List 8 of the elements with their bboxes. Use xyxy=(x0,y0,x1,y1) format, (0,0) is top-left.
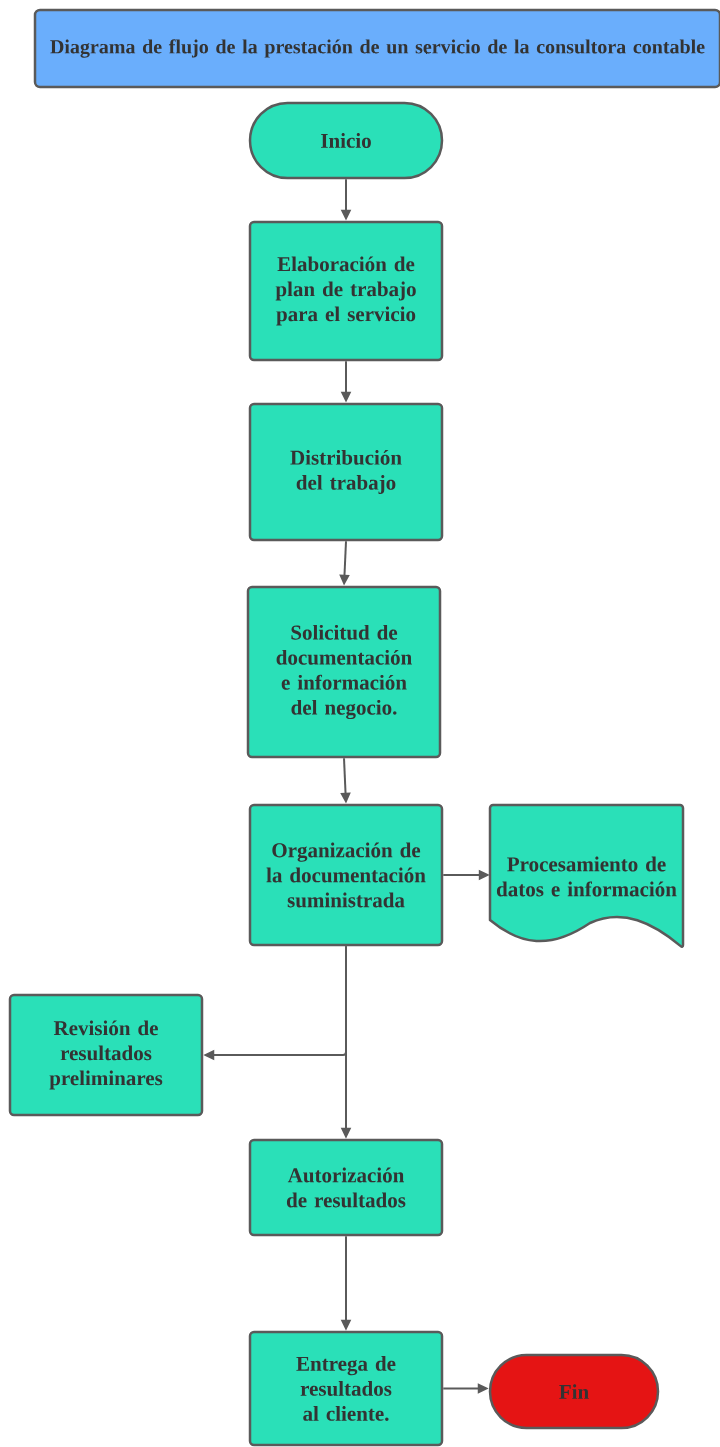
title-box: Diagrama de flujo de la prestación de un servicio de la consultora contable xyxy=(33,8,720,89)
process-box: Autorización de resultados xyxy=(248,1138,444,1237)
process-box: Revisión de resultados preliminares xyxy=(8,993,204,1117)
process-box: Distribución del trabajo xyxy=(248,402,444,542)
process-box: Entrega de resultados al cliente. xyxy=(248,1330,444,1447)
process-box: Elaboración de plan de trabajo para el servicio xyxy=(248,220,444,362)
process-box: Organización de la documentación suministrada xyxy=(248,803,444,947)
process-box: Solicitud de documentación e información del negocio. xyxy=(246,585,442,759)
